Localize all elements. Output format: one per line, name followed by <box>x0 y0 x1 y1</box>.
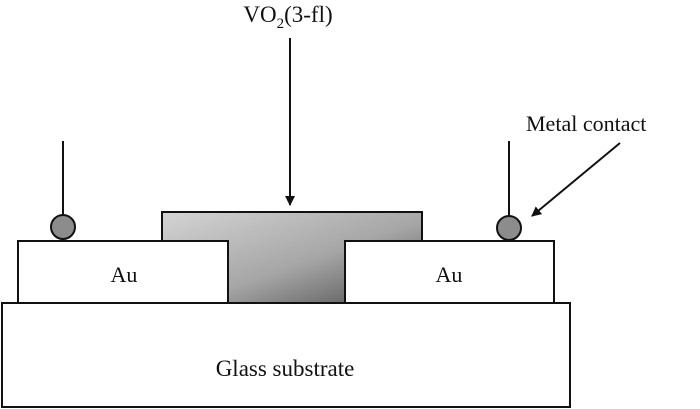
vo2-label-main: VO <box>243 2 276 27</box>
metal-contact-left <box>50 214 76 240</box>
vo2-label-suffix: (3-fl) <box>284 2 333 27</box>
au-electrode-left <box>17 240 229 304</box>
substrate-label: Glass substrate <box>216 356 355 381</box>
au-label-right: Au <box>436 262 463 287</box>
metal-contact-right <box>496 215 522 241</box>
metal-contact-label: Metal contact <box>526 111 646 136</box>
metal-contact-arrow <box>531 142 621 217</box>
au-electrode-right <box>344 240 555 304</box>
vo2-label: VO2(3-fl) <box>243 2 332 32</box>
vo2-label-subscript: 2 <box>277 16 285 32</box>
glass-substrate <box>1 302 571 408</box>
au-label-left: Au <box>111 262 138 287</box>
